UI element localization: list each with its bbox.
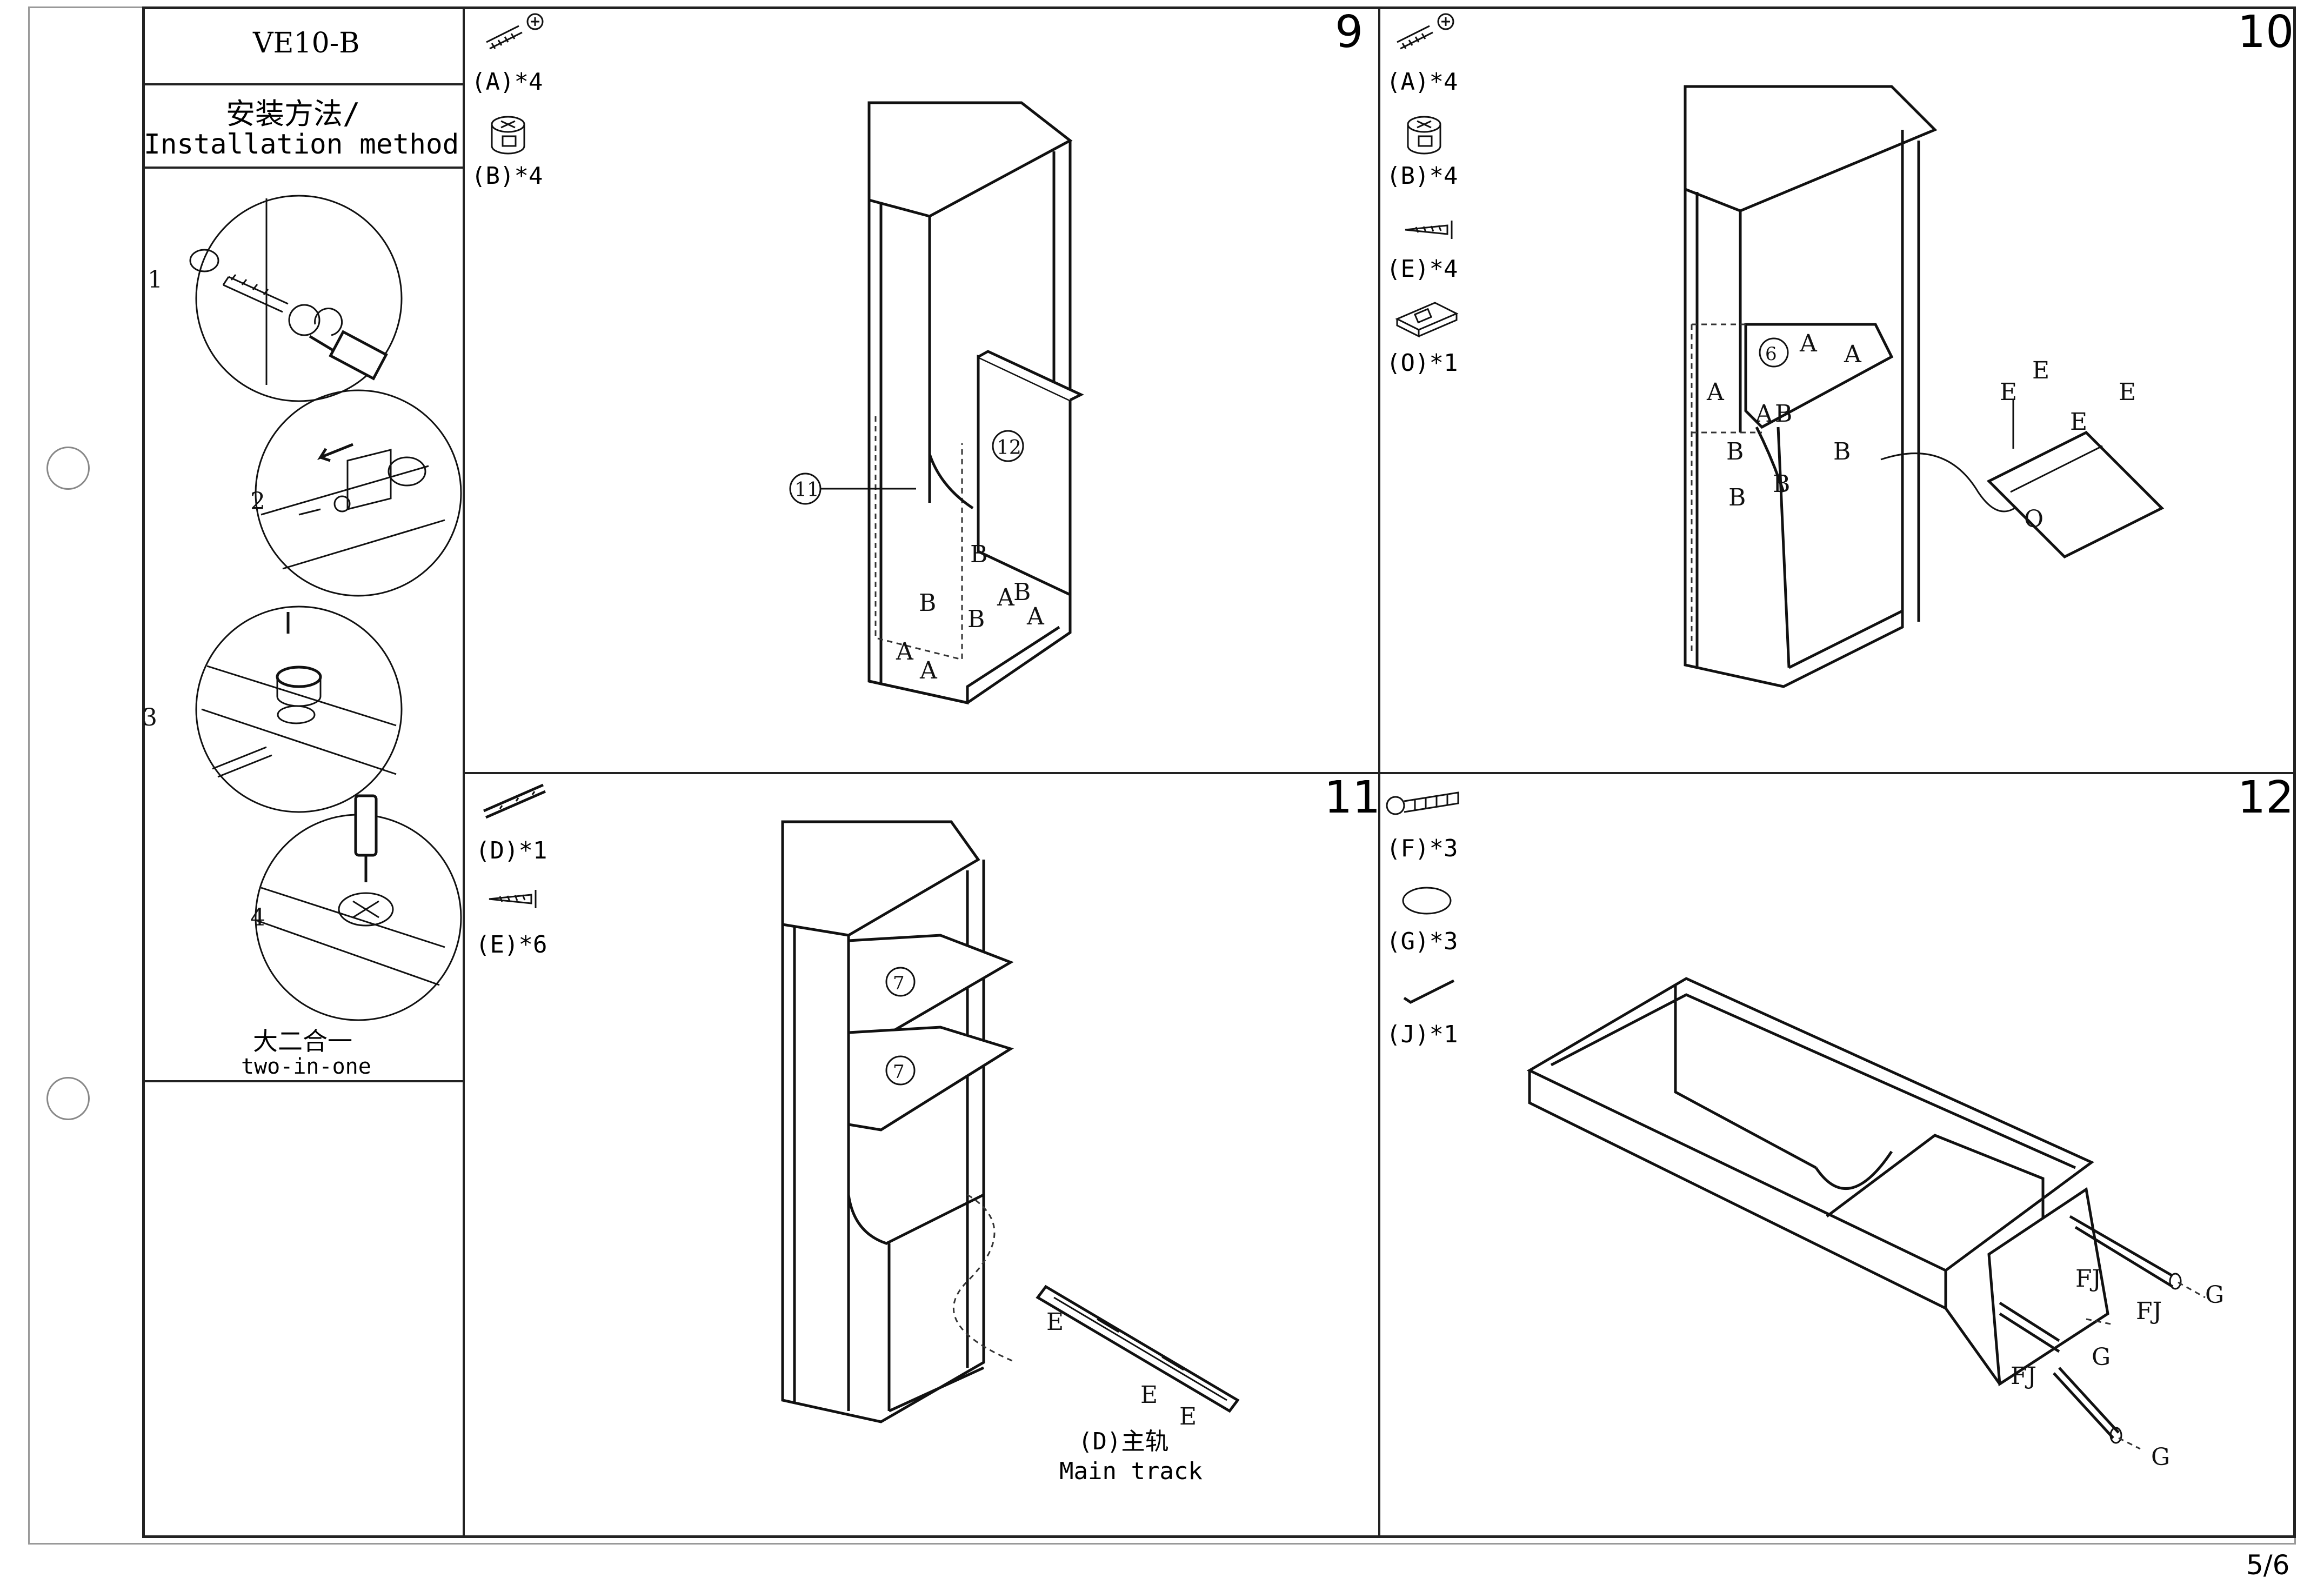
label-a: A <box>1706 378 1725 406</box>
label-a: A <box>896 638 914 665</box>
cam-bolt-icon <box>1397 13 1454 50</box>
step11-part-e: (E)*6 <box>476 931 547 959</box>
cam-lock-icon <box>491 116 525 155</box>
method-step-2: 2 <box>250 488 265 515</box>
panel-label-7b: 7 <box>893 1061 905 1083</box>
label-a: A <box>1844 341 1862 368</box>
long-bolt-icon <box>1386 791 1459 815</box>
label-e: E <box>2070 408 2087 436</box>
step12-diagram: FJ FJ FJ G G G <box>1526 977 2224 1471</box>
method-step-1: 1 <box>148 266 163 294</box>
step12-part-g: (G)*3 <box>1386 928 1458 955</box>
label-e: E <box>2119 378 2136 406</box>
label-b: B <box>967 605 985 633</box>
sidebar-rule-2 <box>142 167 464 169</box>
felt-pad-icon <box>1402 887 1452 915</box>
step11-diagram: 7 7 E E E <box>781 820 1240 1430</box>
label-b: B <box>919 589 936 617</box>
install-title-cn: 安装方法/ <box>226 97 360 131</box>
label-b: B <box>1013 578 1031 606</box>
step10-part-b: (B)*4 <box>1386 162 1458 190</box>
method-step-4: 4 <box>250 904 265 931</box>
step12-part-j: (J)*1 <box>1386 1021 1458 1048</box>
label-a: A <box>919 657 938 684</box>
label-b: B <box>1833 438 1851 465</box>
step-number-10: 10 <box>2238 6 2294 58</box>
step-number-9: 9 <box>1335 6 1364 58</box>
label-e: E <box>1046 1308 1064 1336</box>
step12-part-f: (F)*3 <box>1386 835 1458 862</box>
label-b: B <box>1726 438 1744 465</box>
label-b: B <box>970 541 987 568</box>
step11-part-d: (D)*1 <box>476 837 547 864</box>
combo-en: two-in-one <box>241 1054 371 1079</box>
label-fj: FJ <box>2136 1297 2162 1325</box>
label-a: A <box>997 584 1015 611</box>
label-b: B <box>1728 484 1746 511</box>
screw-icon <box>1405 221 1453 239</box>
step11-caption-en: Main track <box>1059 1457 1203 1485</box>
page-number: 5/6 <box>2246 1549 2290 1581</box>
label-e: E <box>2000 378 2017 406</box>
screw-icon <box>489 890 537 908</box>
step9-diagram: 12 B B B B A A A A <box>867 101 1084 705</box>
cam-lock-icon <box>1407 116 1441 155</box>
binder-hole-top <box>46 447 90 490</box>
method-illustrations: 1 2 3 4 <box>142 195 462 1021</box>
combo-cn: 大二合一 <box>253 1027 352 1056</box>
method-step-3: 3 <box>142 704 157 731</box>
label-g: G <box>2092 1343 2111 1371</box>
cam-bolt-icon <box>486 13 544 50</box>
allen-key-icon <box>1403 979 1455 1004</box>
label-e: E <box>1140 1381 1158 1409</box>
binder-hole-bottom <box>46 1077 90 1120</box>
step10-part-o: (O)*1 <box>1386 349 1458 377</box>
step10-diagram: 6 A A A A B B B B B E E E E O <box>1684 85 2165 688</box>
label-g: G <box>2151 1443 2170 1471</box>
panel-11-callout: 11 <box>789 472 916 505</box>
model-number: VE10-B <box>253 27 360 59</box>
label-b: B <box>1775 400 1792 428</box>
install-title-en: Installation method <box>144 129 459 161</box>
step10-part-a: (A)*4 <box>1386 68 1458 96</box>
panel-label-7a: 7 <box>893 973 905 994</box>
sidebar-rule-3 <box>142 1080 464 1082</box>
label-b: B <box>1773 470 1790 498</box>
panel-label-12: 12 <box>997 437 1021 459</box>
label-fj: FJ <box>2011 1362 2036 1390</box>
step9-part-b: (B)*4 <box>471 162 543 190</box>
label-e: E <box>1179 1403 1197 1430</box>
step9-part-a: (A)*4 <box>471 68 543 96</box>
panel-label-6: 6 <box>1765 343 1777 365</box>
label-e: E <box>2032 357 2049 384</box>
drawer-rail-icon <box>483 783 546 819</box>
step-number-12: 12 <box>2238 772 2294 823</box>
step10-part-e: (E)*4 <box>1386 255 1458 283</box>
label-fj: FJ <box>2075 1265 2101 1293</box>
step11-caption-cn: (D)主轨 <box>1078 1428 1169 1455</box>
label-a: A <box>1755 400 1773 428</box>
step-number-11: 11 <box>1324 772 1381 823</box>
panel-label-11: 11 <box>794 479 819 501</box>
label-a: A <box>1799 330 1818 357</box>
hinge-icon <box>1395 302 1459 338</box>
sidebar-rule-1 <box>142 83 464 85</box>
label-g: G <box>2205 1281 2224 1309</box>
label-a: A <box>1026 603 1045 630</box>
label-o: O <box>2024 505 2043 533</box>
middle-divider <box>463 772 2296 774</box>
